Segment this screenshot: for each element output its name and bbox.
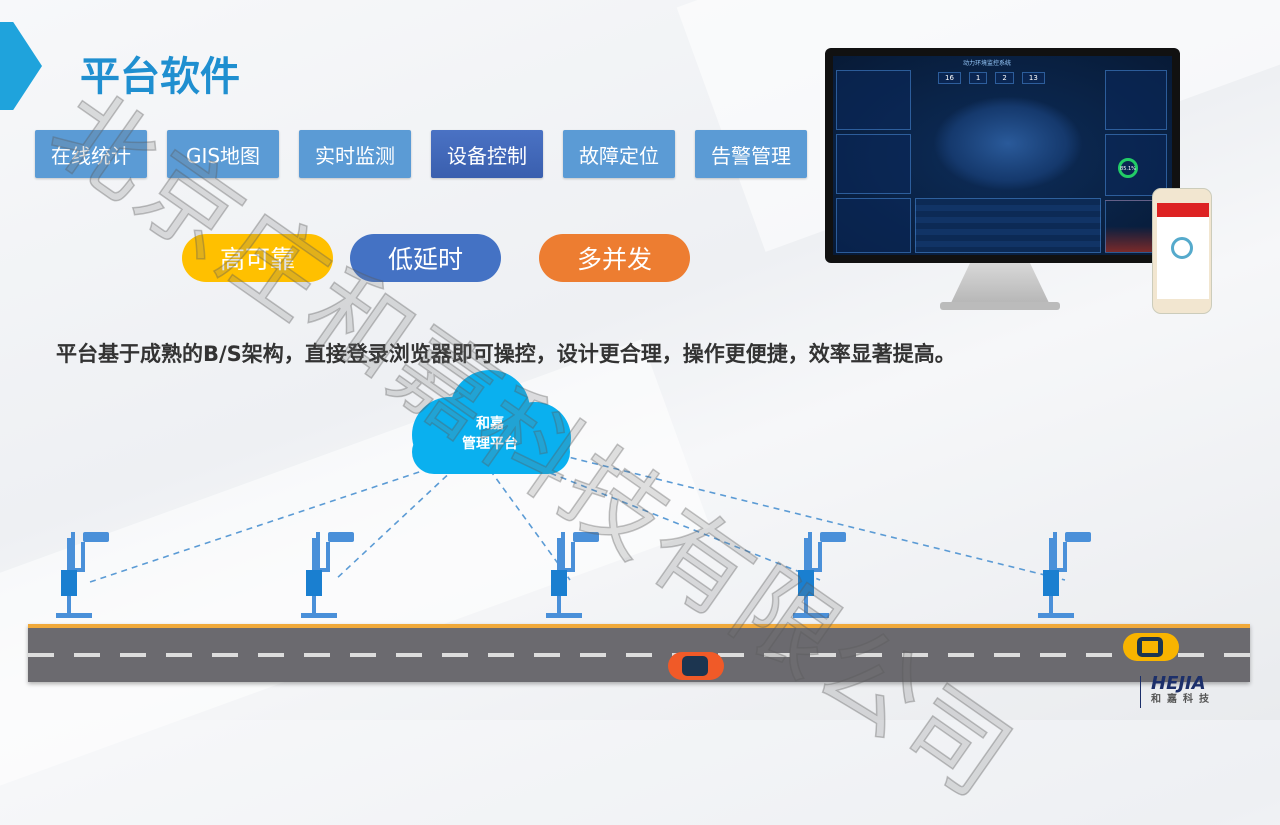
gauge-value: 85.1% (1120, 166, 1136, 172)
mobile-phone (1152, 188, 1212, 314)
tab-gis-map[interactable]: GIS地图 (167, 130, 279, 178)
link-line (529, 464, 821, 581)
tab-fault-location[interactable]: 故障定位 (563, 130, 675, 178)
gauge-ring (1118, 158, 1138, 178)
tab-realtime-monitor[interactable]: 实时监测 (299, 130, 411, 178)
feature-low-latency: 低延时 (350, 234, 501, 282)
link-line (334, 467, 456, 581)
camera-pole-icon (301, 532, 354, 618)
link-line (559, 454, 1066, 581)
feature-high-reliability: 高可靠 (182, 234, 333, 282)
dashboard-title: 动力环境监控系统 (963, 60, 1012, 67)
tab-online-stats[interactable]: 在线统计 (35, 130, 147, 178)
feature-high-concurrency: 多并发 (539, 234, 690, 282)
camera-pole-icon (56, 532, 109, 618)
china-map (933, 96, 1083, 191)
stat-3: 2 (995, 72, 1014, 84)
cloud-label: 和嘉管理平台 (462, 416, 518, 452)
description-text: 平台基于成熟的B/S架构，直接登录浏览器即可操控，设计更合理，操作更便捷，效率显… (56, 342, 956, 366)
dashboard-monitor: 动力环境监控系统 16 1 2 13 85.1% (825, 48, 1180, 263)
camera-pole-icon (1038, 532, 1091, 618)
page-title: 平台软件 (80, 54, 240, 100)
cloud-icon (412, 370, 571, 474)
network-diagram (89, 370, 1066, 583)
camera-pole-icon (793, 532, 846, 618)
tab-alarm-management[interactable]: 告警管理 (695, 130, 807, 178)
car-yellow-icon (1123, 633, 1179, 661)
dashboard-screen: 动力环境监控系统 16 1 2 13 85.1% (833, 56, 1172, 255)
car-red-icon (668, 652, 724, 680)
link-line (489, 469, 571, 581)
link-line (89, 464, 441, 583)
camera-pole-icon (546, 532, 599, 618)
monitor-base (940, 302, 1060, 310)
road (28, 624, 1250, 682)
data-table (915, 198, 1101, 253)
tab-device-control[interactable]: 设备控制 (431, 130, 543, 178)
stat-2: 1 (968, 72, 988, 84)
stat-1: 16 (938, 72, 961, 84)
stat-4: 13 (1021, 72, 1045, 84)
